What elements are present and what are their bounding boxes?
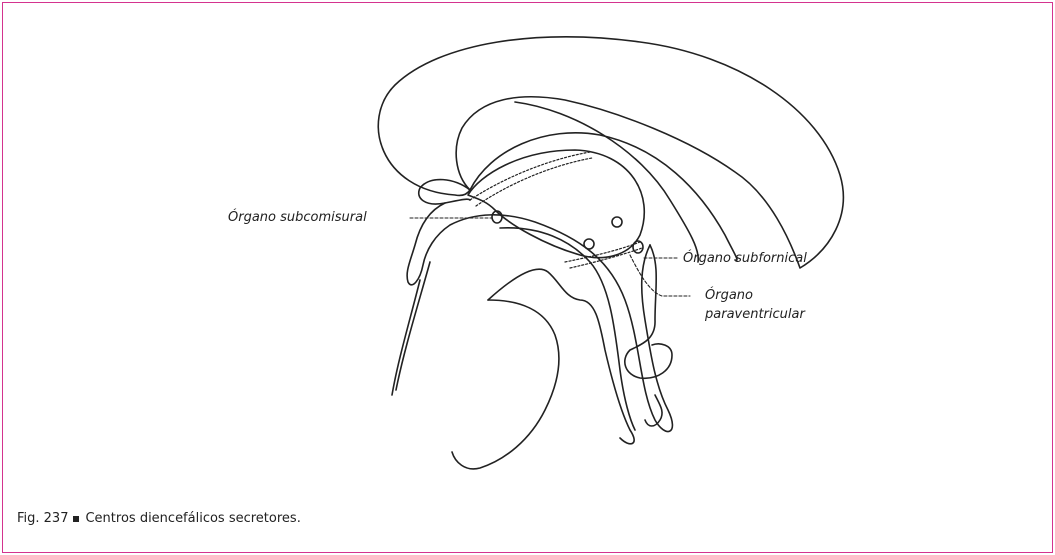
pons-front	[452, 300, 559, 469]
hypothalamus-hook	[625, 245, 672, 378]
label-subcomisural: Órgano subcomisural	[228, 210, 367, 225]
label-paraventricular-line1: Órgano	[705, 288, 753, 303]
caption-text: Centros diencefálicos secretores.	[85, 511, 300, 526]
label-subfornical: Órgano subfornical	[683, 251, 807, 266]
caption-bullet-icon	[73, 516, 79, 522]
leader-paraventricular	[630, 255, 690, 296]
aqueduct-line	[500, 228, 635, 430]
fornix-outline	[470, 133, 737, 261]
fornix-inner-outline	[515, 102, 698, 262]
pineal-outline	[419, 180, 470, 204]
brainstem-line-3	[396, 262, 430, 390]
thalamus-outline	[468, 150, 644, 258]
dotted-line-upper	[470, 152, 590, 200]
caption-number: Fig. 237	[17, 511, 68, 526]
brainstem-outer	[407, 203, 672, 431]
paraventricular-organ-circle-2	[584, 239, 594, 249]
brainstem-line-2	[392, 280, 420, 395]
figure-caption: Fig. 237 Centros diencefálicos secretores…	[17, 511, 301, 526]
dotted-line-upper-2	[476, 158, 592, 206]
pons-outline	[488, 269, 634, 444]
corpus-callosum-outline	[378, 37, 843, 268]
label-paraventricular-line2: paraventricular	[705, 307, 805, 322]
paraventricular-organ-circle-1	[612, 217, 622, 227]
